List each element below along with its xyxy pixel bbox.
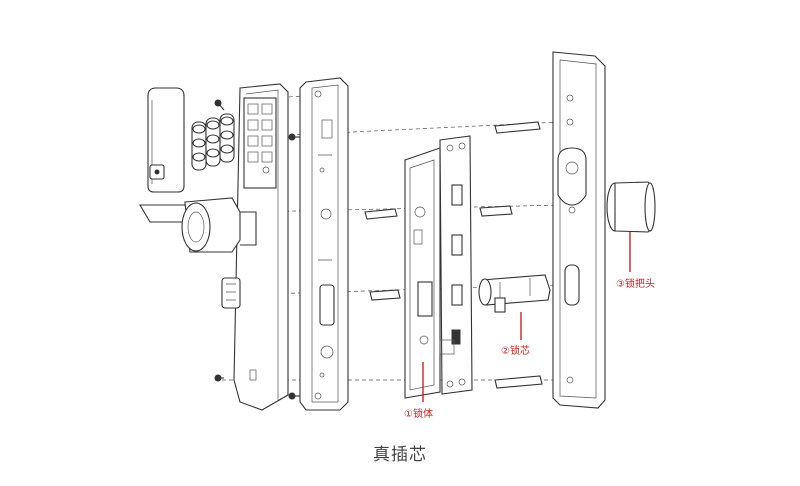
mounting-plate [299, 77, 349, 411]
callout-lock-cylinder: ②锁芯 [501, 346, 530, 357]
batteries [191, 113, 235, 171]
connecting-bolts-left [364, 208, 401, 301]
inner-knob [606, 181, 656, 233]
mortise-lock-body [404, 135, 473, 399]
callout-lock-body: ①锁体 [404, 409, 433, 420]
outer-panel [221, 83, 289, 411]
lever-handle [139, 197, 257, 253]
screws [214, 99, 305, 400]
connecting-bolts-right [479, 121, 543, 389]
callout-leaders [422, 232, 631, 402]
diagram-caption: 真插芯 [373, 445, 427, 465]
battery-cover [147, 87, 185, 193]
inner-panel [552, 51, 606, 409]
callout-handle: ③锁把头 [616, 279, 655, 290]
lock-cylinder [478, 274, 551, 313]
